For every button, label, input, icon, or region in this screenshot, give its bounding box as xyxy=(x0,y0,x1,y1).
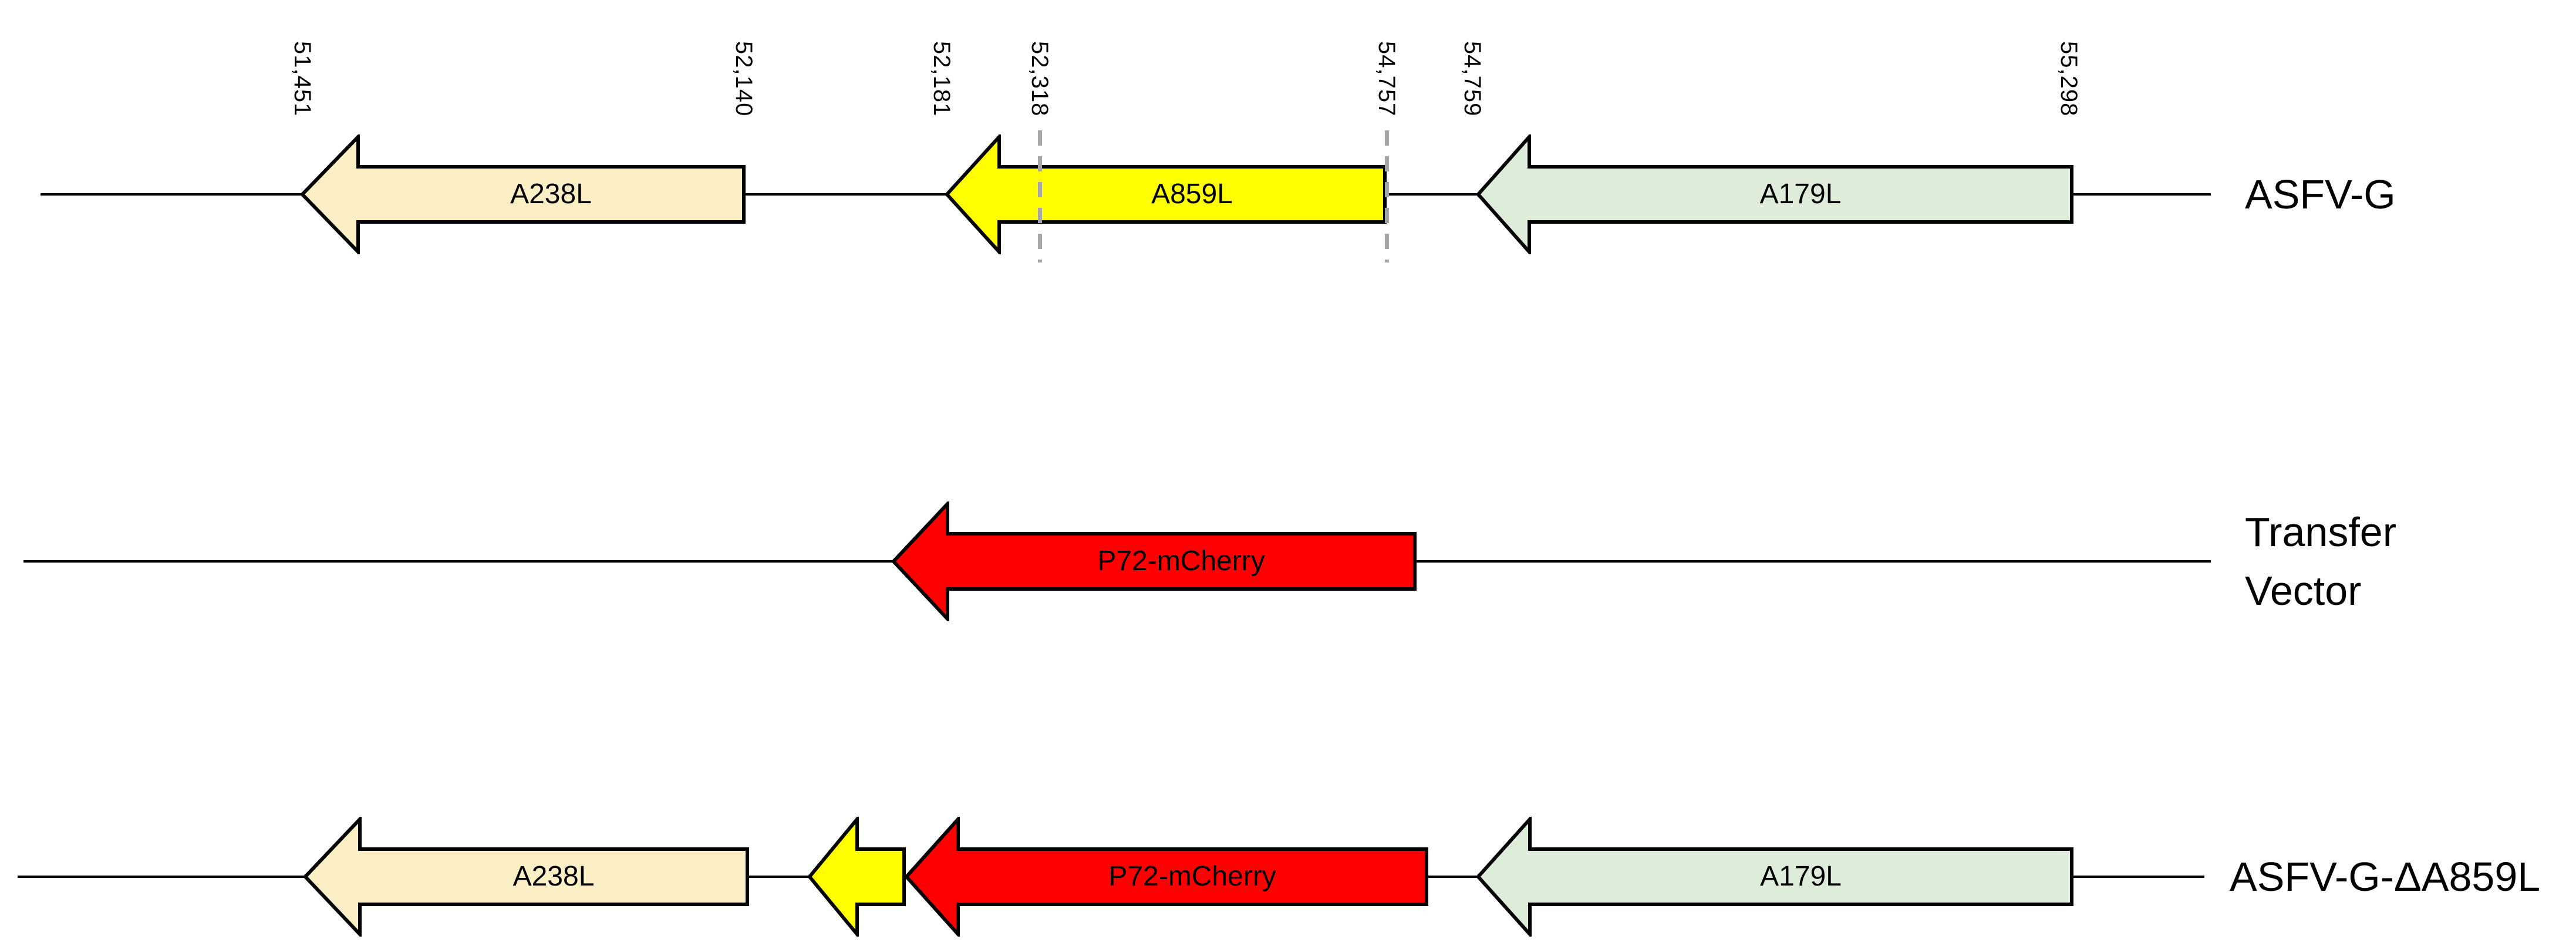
gene-arrow-a859l-remnant-row3 xyxy=(807,817,906,937)
gene-arrow-a179l-row1 xyxy=(1476,134,2073,254)
coordinate-label-54759: 54,759 xyxy=(1459,41,1485,117)
gene-label-a179l-row3: A179L xyxy=(1760,861,1842,892)
coordinate-label-52318: 52,318 xyxy=(1027,41,1053,117)
gene-label-a179l-row1: A179L xyxy=(1759,179,1842,210)
gene-label-a238l-row1: A238L xyxy=(510,179,592,210)
gene-arrow-a238l-row3 xyxy=(303,817,749,937)
gene-arrow-shape xyxy=(1476,817,2073,937)
coordinate-label-54757: 54,757 xyxy=(1374,41,1400,117)
gene-arrow-a179l-row3 xyxy=(1476,817,2073,937)
row-label-asfv-g-delta-a859l: ASFV-G-ΔA859L xyxy=(2230,854,2541,900)
gene-arrow-shape xyxy=(891,501,1417,621)
gene-label-p72-mcherry-row2: P72-mCherry xyxy=(1097,546,1265,577)
row-label-transfer-line2: Vector xyxy=(2245,568,2362,614)
row-label-transfer-line1: Transfer xyxy=(2245,509,2397,555)
coordinate-label-52140: 52,140 xyxy=(731,41,757,117)
gene-arrow-p72-mcherry-row2 xyxy=(891,501,1417,621)
dashed-guide-52318 xyxy=(1038,130,1042,262)
gene-arrow-shape xyxy=(303,817,749,937)
row-label-transfer-vector: Transfer Vector xyxy=(2245,503,2396,620)
gene-arrow-p72-mcherry-row3 xyxy=(904,817,1428,937)
gene-label-a859l-row1: A859L xyxy=(1151,179,1233,210)
gene-arrow-shape xyxy=(1476,134,2073,254)
gene-arrow-shape xyxy=(807,817,906,937)
coordinate-label-51451: 51,451 xyxy=(289,41,315,117)
coordinate-label-52181: 52,181 xyxy=(929,41,955,117)
coordinate-label-55298: 55,298 xyxy=(2056,41,2082,117)
gene-arrow-shape xyxy=(300,134,746,254)
row-label-asfv-g: ASFV-G xyxy=(2245,171,2396,217)
gene-arrow-shape xyxy=(904,817,1428,937)
dashed-guide-54757 xyxy=(1385,130,1389,262)
gene-label-a238l-row3: A238L xyxy=(512,861,595,892)
gene-label-p72-mcherry-row3: P72-mCherry xyxy=(1108,861,1276,892)
gene-arrow-a238l-row1 xyxy=(300,134,746,254)
